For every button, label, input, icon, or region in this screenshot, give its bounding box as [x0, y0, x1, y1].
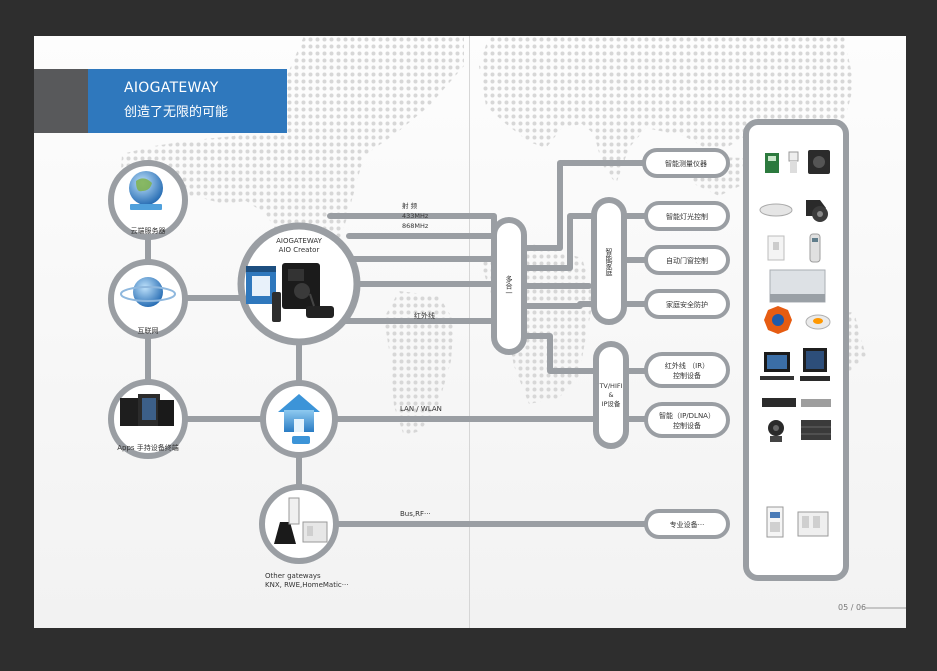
cloud-server-node [108, 160, 188, 240]
other-gateways-node [259, 484, 339, 564]
network-diagram: 云端服务器 互联网 Apps 手持设备终端 AIOGATEWAY AIO Cre… [108, 36, 906, 609]
lan-link-label: LAN / WLAN [400, 405, 442, 413]
smart-home-hub-label: 智能家庭 [605, 247, 613, 277]
radio-label-2: 433MHz [402, 212, 429, 220]
aio-gateway-node [237, 222, 361, 346]
other-gateways-label-1: Other gateways [265, 572, 321, 580]
title-banner: AIOGATEWAY 创造了无限的可能 [88, 69, 287, 133]
output-ip-label-2: 控制设备 [673, 421, 701, 430]
banner-subtitle: 创造了无限的可能 [124, 105, 229, 120]
banner-title: AIOGATEWAY [124, 80, 219, 96]
tv-hub-label-1: TV/HIFI [598, 382, 622, 390]
output-pills [642, 148, 730, 539]
tv-hub-label-2: & [608, 391, 613, 399]
output-doors-label: 自动门窗控制 [666, 256, 708, 265]
internet-label: 互联网 [138, 326, 159, 335]
bus-link-label: Bus,RF··· [400, 510, 431, 518]
infrared-link-label: 红外线 [414, 311, 435, 320]
hub-multi [491, 217, 527, 355]
radio-label-3: 868MHz [402, 222, 429, 230]
brochure-page: 云端服务器 互联网 Apps 手持设备终端 AIOGATEWAY AIO Cre… [34, 36, 906, 628]
device-icons [759, 150, 831, 538]
hub-smart-home [591, 197, 627, 325]
output-pro-label: 专业设备··· [670, 520, 705, 529]
output-ip-label-1: 智能（IP/DLNA） [659, 411, 715, 420]
cloud-server-label: 云端服务器 [131, 226, 166, 235]
output-lighting-label: 智能灯光控制 [666, 212, 708, 221]
output-metering-label: 智能测量仪器 [665, 159, 707, 168]
hub-tv-hifi [593, 341, 629, 449]
aio-subtitle-label: AIO Creator [279, 246, 320, 254]
output-ir-label-1: 红外线 （IR） [665, 361, 709, 370]
device-panel [743, 119, 849, 581]
aio-title-label: AIOGATEWAY [276, 237, 323, 245]
page-number: 05 / 06 [838, 603, 867, 612]
tv-hub-label-3: IP设备 [602, 399, 621, 408]
banner-accent-block [34, 69, 88, 133]
multi-hub-label: 多合一 [505, 275, 513, 297]
apps-handheld-node [108, 379, 188, 459]
page-fold [469, 36, 470, 628]
apps-label: Apps 手持设备终端 [117, 443, 179, 452]
other-gateways-label-2: KNX, RWE,HomeMatic··· [265, 581, 348, 589]
output-security-label: 家庭安全防护 [666, 300, 708, 309]
lan-node [260, 380, 338, 458]
internet-node [108, 259, 188, 339]
radio-label-1: 射 频 [402, 201, 418, 210]
output-ir-label-2: 控制设备 [673, 371, 701, 380]
